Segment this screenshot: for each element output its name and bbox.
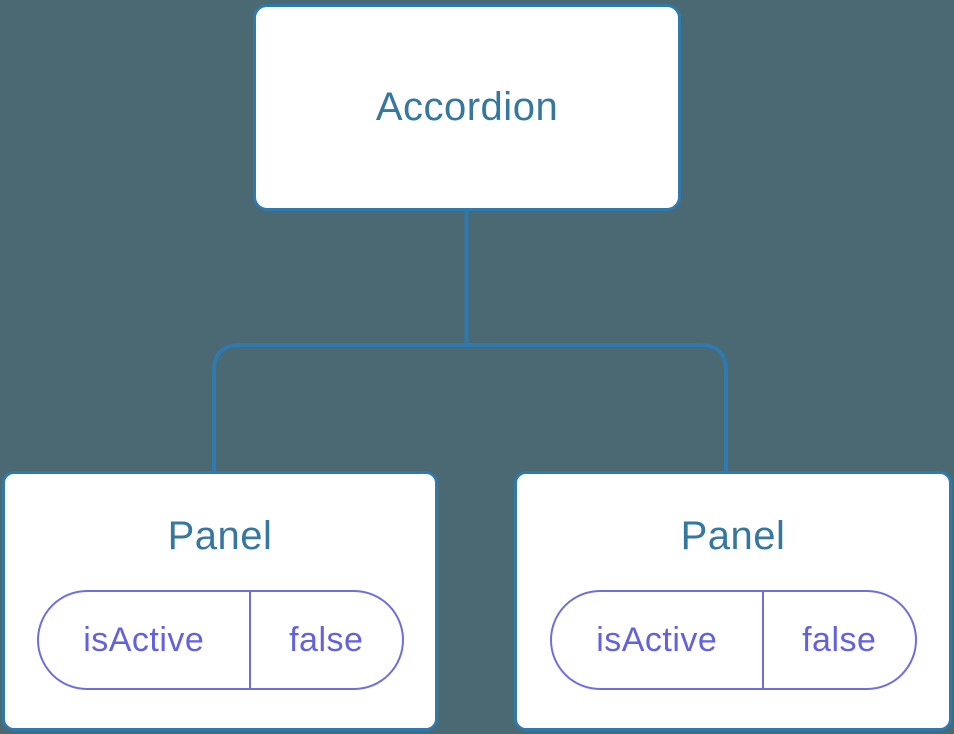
- state-value-cell: false: [764, 592, 914, 688]
- state-value-cell: false: [251, 592, 401, 688]
- state-value: false: [289, 620, 364, 659]
- panel-node-right: Panel isActive false: [514, 471, 952, 731]
- state-pill: isActive false: [549, 590, 917, 690]
- state-key-cell: isActive: [39, 592, 252, 688]
- panel-node-left: Panel isActive false: [2, 471, 438, 731]
- state-value: false: [802, 620, 877, 659]
- accordion-node-label: Accordion: [375, 85, 559, 129]
- state-key: isActive: [596, 620, 718, 659]
- panel-node-label: Panel: [680, 514, 786, 558]
- accordion-node: Accordion: [253, 4, 681, 211]
- panel-node-label: Panel: [167, 514, 273, 558]
- state-key: isActive: [83, 620, 205, 659]
- state-pill: isActive false: [36, 590, 404, 690]
- state-key-cell: isActive: [552, 592, 765, 688]
